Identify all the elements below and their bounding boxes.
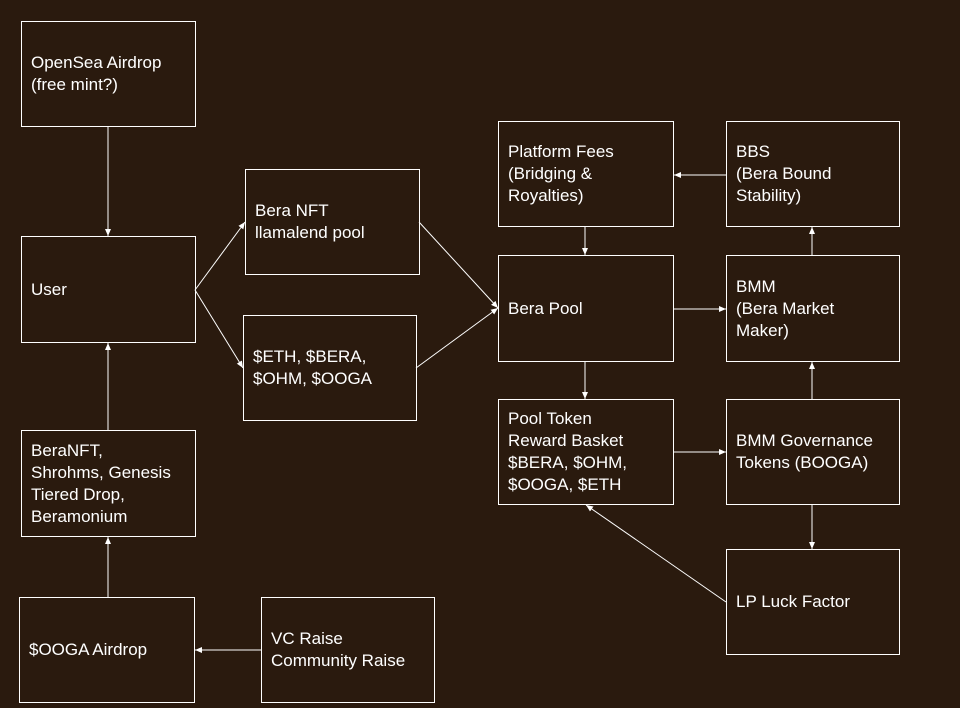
arrow-user-to-tokens: [194, 289, 244, 369]
bera-nft-llamalend-node: Bera NFT llamalend pool: [245, 169, 420, 275]
vc-raise-node: VC Raise Community Raise: [261, 597, 435, 703]
bmm-governance-tokens-node: BMM Governance Tokens (BOOGA): [726, 399, 900, 505]
beranft-drops-node: BeraNFT, Shrohms, Genesis Tiered Drop, B…: [21, 430, 196, 537]
ooga-airdrop-node: $OOGA Airdrop: [19, 597, 195, 703]
arrow-tokens-to-bera-pool: [415, 307, 499, 369]
pool-token-reward-basket-node: Pool Token Reward Basket $BERA, $OHM, $O…: [498, 399, 674, 505]
arrow-llamalend-to-bera-pool: [418, 221, 499, 309]
bera-pool-node: Bera Pool: [498, 255, 674, 362]
lp-luck-factor-node: LP Luck Factor: [726, 549, 900, 655]
platform-fees-node: Platform Fees (Bridging & Royalties): [498, 121, 674, 227]
bmm-node: BMM (Bera Market Maker): [726, 255, 900, 362]
tokens-pool-input-node: $ETH, $BERA, $OHM, $OOGA: [243, 315, 417, 421]
arrow-user-to-llamalend: [194, 221, 246, 291]
arrow-luck-factor-to-reward-basket: [585, 504, 727, 603]
user-node: User: [21, 236, 196, 343]
opensea-airdrop-node: OpenSea Airdrop (free mint?): [21, 21, 196, 127]
bbs-node: BBS (Bera Bound Stability): [726, 121, 900, 227]
